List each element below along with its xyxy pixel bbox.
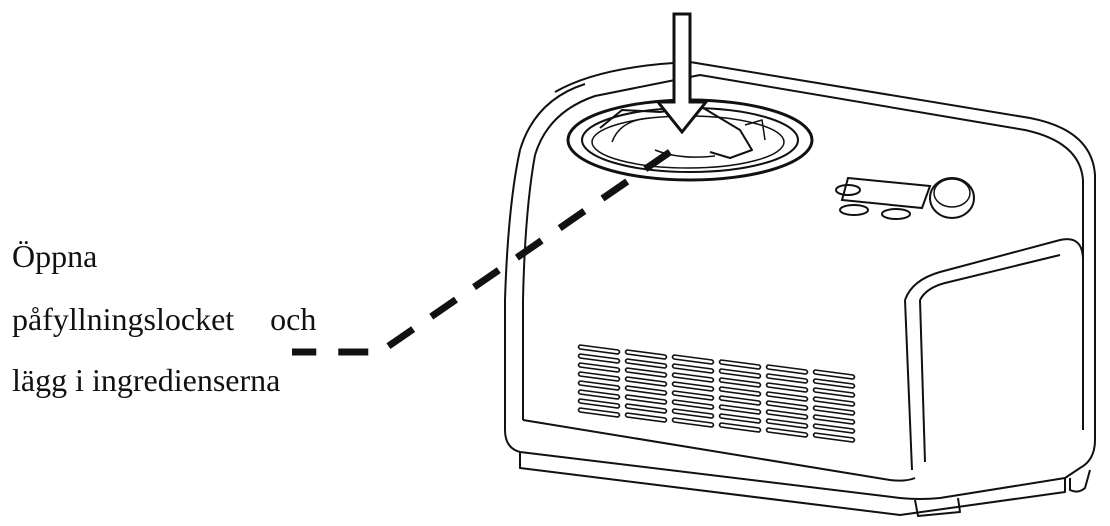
caption-lid-text: påfyllningslocket xyxy=(12,301,235,337)
vent-slot xyxy=(671,408,715,419)
vent-slot xyxy=(624,349,668,360)
vent-slot xyxy=(671,354,715,365)
caption-line-1: Öppna xyxy=(12,240,97,272)
caption-ingredients-text: lägg i ingredienserna xyxy=(12,362,281,398)
vent-slot xyxy=(577,389,621,400)
vent-slot xyxy=(718,377,762,388)
vent-slot xyxy=(577,344,621,355)
vent-slot xyxy=(812,423,856,434)
vent-slot xyxy=(812,405,856,416)
vent-slot xyxy=(718,386,762,397)
display-window xyxy=(840,176,932,210)
caption-open-text: Öppna xyxy=(12,238,98,274)
vent-slot xyxy=(765,427,809,438)
vent-slot xyxy=(765,418,809,429)
caption-line-3: lägg i ingredienserna xyxy=(12,364,280,396)
vent-slot xyxy=(765,409,809,420)
vent-slot xyxy=(577,398,621,409)
vent-slot xyxy=(577,353,621,364)
vent-slot xyxy=(718,359,762,370)
vent-slot xyxy=(812,432,856,443)
vent-slot xyxy=(718,413,762,424)
vent-slot xyxy=(812,387,856,398)
vent-slot xyxy=(624,376,668,387)
machine-body xyxy=(504,61,1096,517)
dashed-leader-line xyxy=(292,149,672,356)
vent-slot xyxy=(812,369,856,380)
button-b xyxy=(881,208,911,220)
vent-slot xyxy=(671,390,715,401)
vent-slot xyxy=(812,378,856,389)
vent-slot xyxy=(577,371,621,382)
vent-slot xyxy=(765,382,809,393)
vent-slot xyxy=(718,422,762,433)
vent-slot xyxy=(624,367,668,378)
down-arrow-icon xyxy=(654,12,710,135)
vent-slot xyxy=(765,373,809,384)
vent-slot xyxy=(671,363,715,374)
vent-slot xyxy=(624,394,668,405)
start-button xyxy=(929,177,975,219)
button-left xyxy=(835,184,861,196)
vent-slot xyxy=(718,368,762,379)
vent-slot xyxy=(765,364,809,375)
vent-slot xyxy=(624,385,668,396)
vent-slot xyxy=(671,399,715,410)
caption-line-2: påfyllningslocket och xyxy=(12,303,316,335)
vent-slot xyxy=(577,362,621,373)
vent-slot xyxy=(624,403,668,414)
vent-grille xyxy=(577,344,856,443)
caption-and-text: och xyxy=(270,301,317,337)
vent-slot xyxy=(671,417,715,428)
vent-slot xyxy=(765,400,809,411)
vent-slot xyxy=(671,381,715,392)
vent-slot xyxy=(718,395,762,406)
vent-slot xyxy=(812,396,856,407)
vent-slot xyxy=(765,391,809,402)
button-a xyxy=(839,204,869,216)
vent-slot xyxy=(812,414,856,425)
vent-slot xyxy=(718,404,762,415)
vent-slot xyxy=(671,372,715,383)
vent-slot xyxy=(624,412,668,423)
vent-slot xyxy=(624,358,668,369)
control-panel xyxy=(835,176,975,220)
vent-slot xyxy=(577,380,621,391)
vent-slot xyxy=(577,407,621,418)
